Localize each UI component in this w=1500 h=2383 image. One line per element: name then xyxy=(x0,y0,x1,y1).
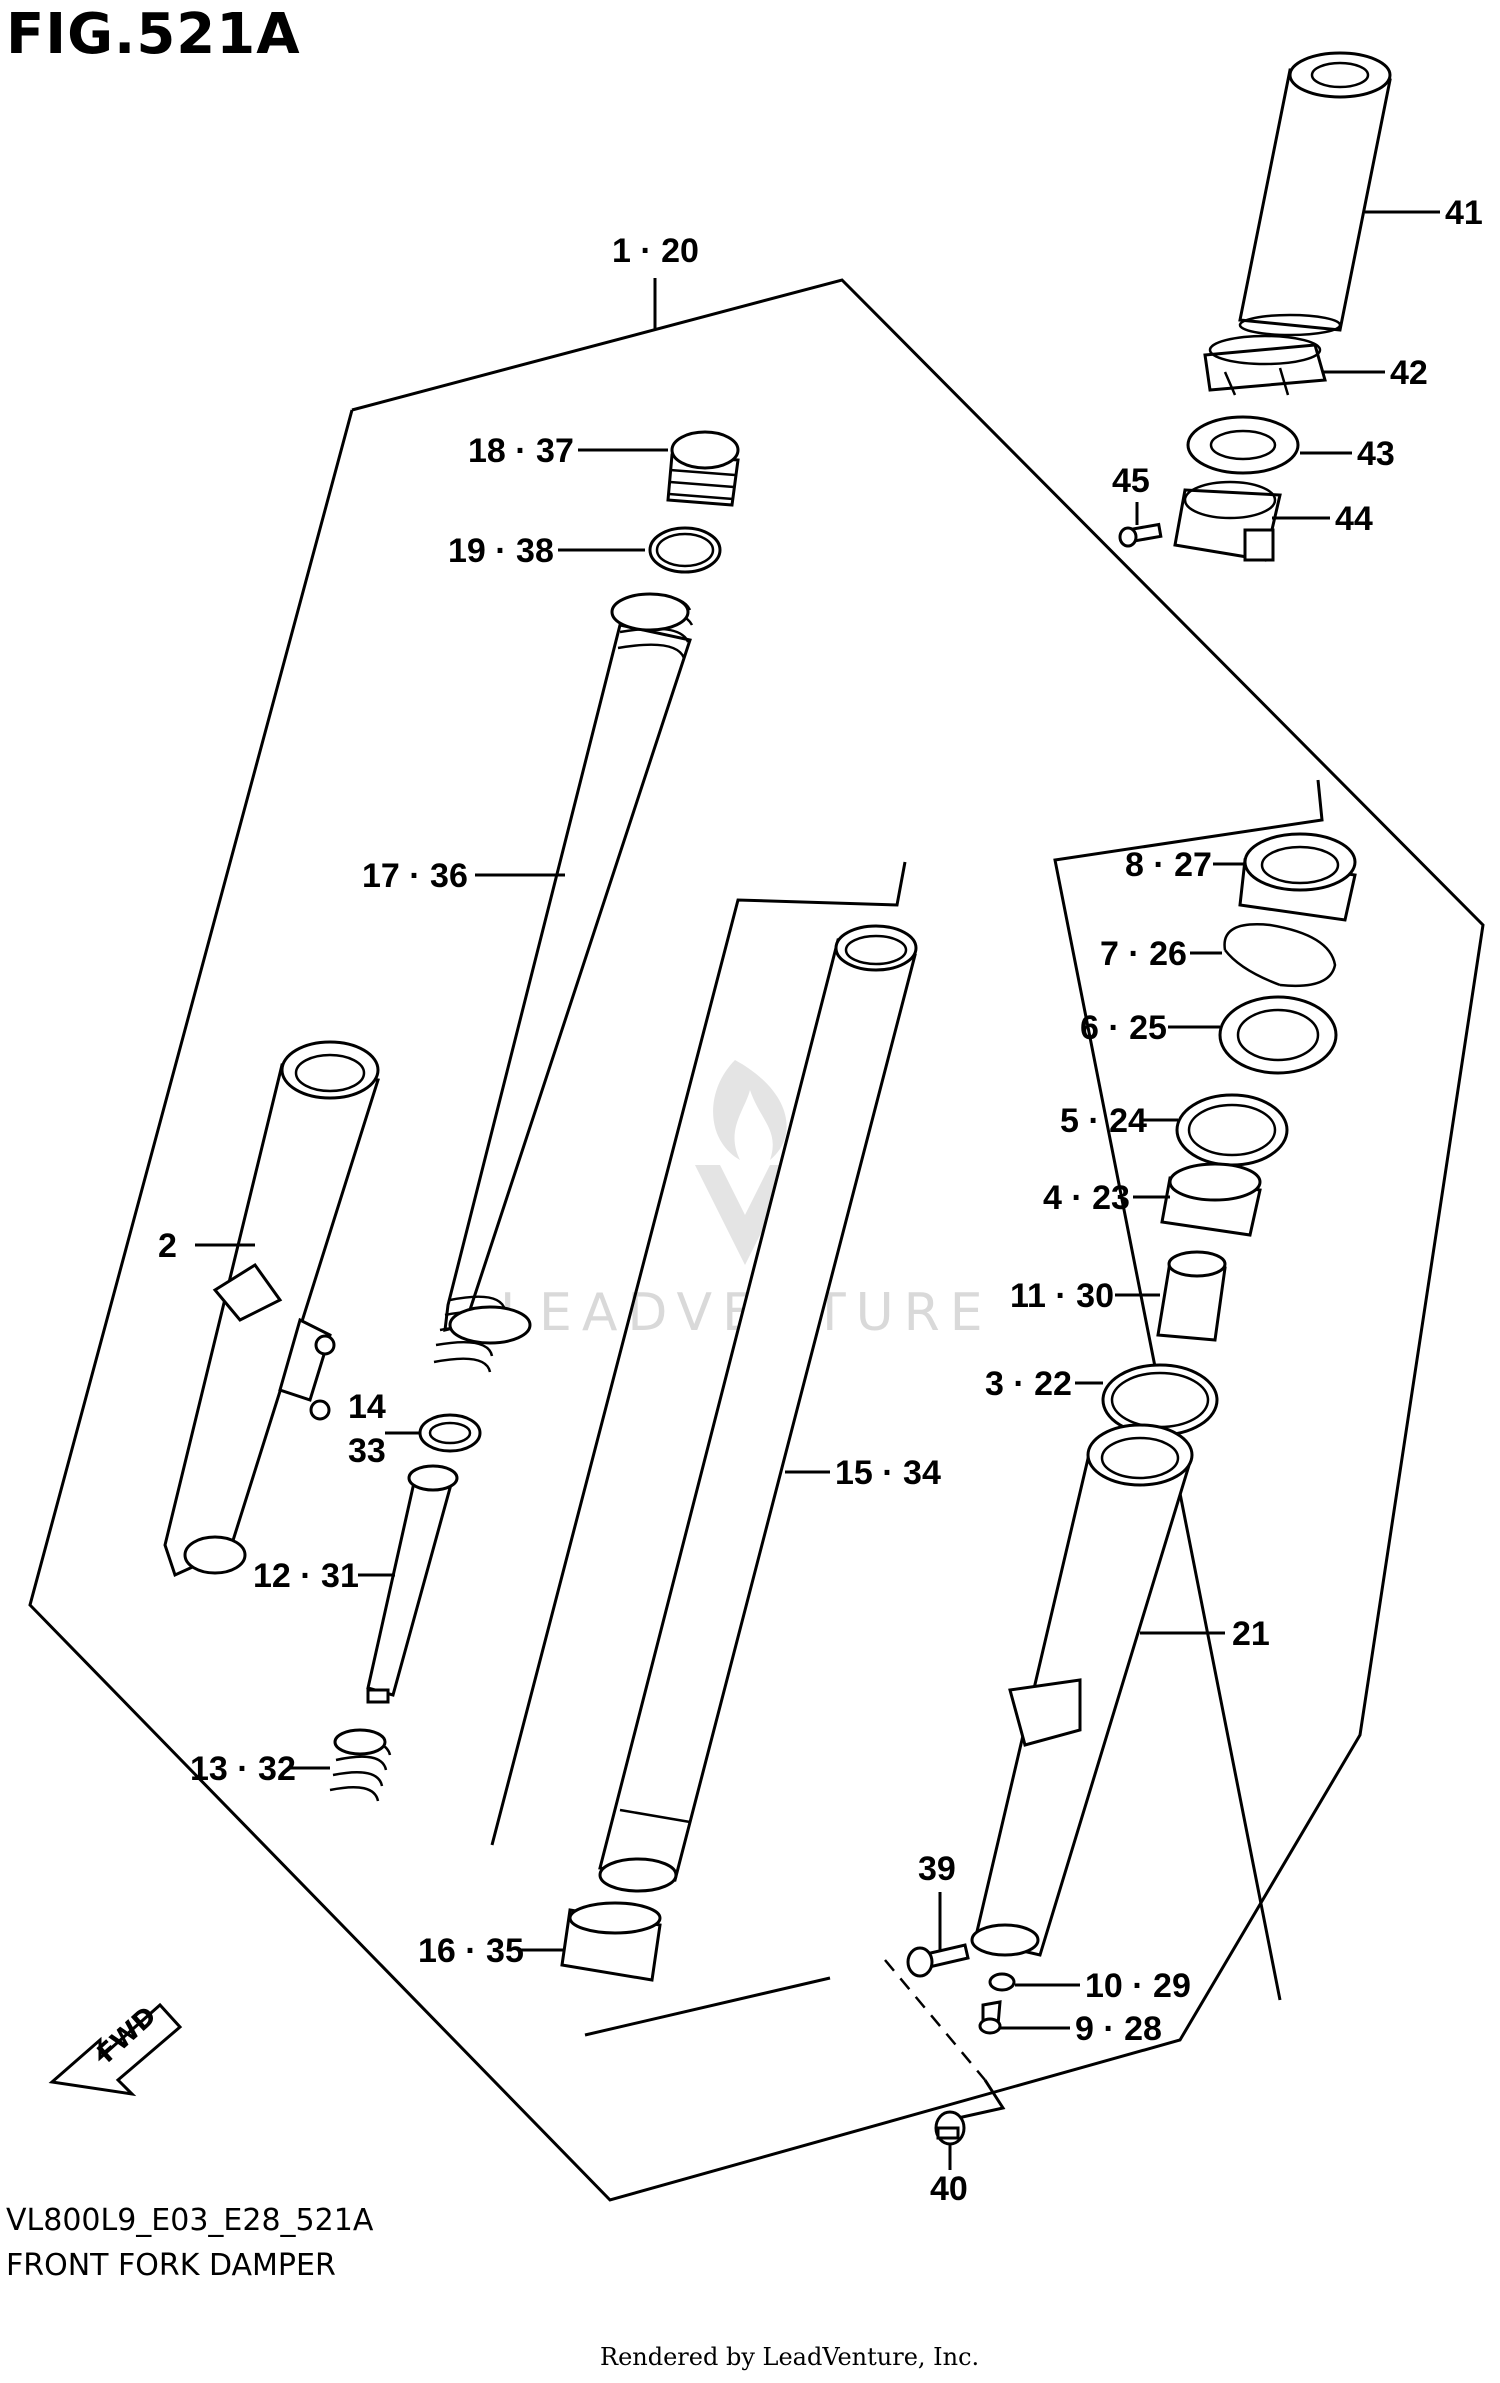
callout-18-37: 18 · 37 xyxy=(468,432,574,470)
callout-39: 39 xyxy=(918,1850,956,1888)
leader-lines xyxy=(195,210,1440,2170)
part-7-stopper-ring xyxy=(1223,923,1337,987)
part-18-cap-bolt xyxy=(666,430,740,507)
callout-17-36: 17 · 36 xyxy=(362,857,468,895)
part-17-spring xyxy=(433,592,694,1373)
part-15-inner-tube xyxy=(598,924,918,1893)
part-44-clamp xyxy=(1173,480,1282,562)
group-boundary-main xyxy=(28,278,1485,2202)
fwd-arrow-icon xyxy=(48,2002,183,2097)
callout-40: 40 xyxy=(930,2170,968,2208)
part-14-ring xyxy=(418,1413,482,1453)
part-39-bolt xyxy=(906,1943,970,1978)
callout-41: 41 xyxy=(1445,194,1483,232)
watermark-logo-icon xyxy=(713,1060,787,1160)
callout-7-26: 7 · 26 xyxy=(1100,935,1187,973)
part-4-bushing xyxy=(1160,1162,1262,1237)
callout-45: 45 xyxy=(1112,462,1150,500)
part-43-washer xyxy=(1186,415,1300,475)
figure-title: FIG.521A xyxy=(6,2,301,67)
callout-5-24: 5 · 24 xyxy=(1060,1102,1147,1140)
part-6-oil-seal xyxy=(1218,995,1338,1075)
part-2-outer-tube xyxy=(163,1040,380,1578)
diagram-name: FRONT FORK DAMPER xyxy=(6,2248,336,2283)
callout-8-27: 8 · 27 xyxy=(1125,846,1212,884)
callout-4-23: 4 · 23 xyxy=(1043,1179,1130,1217)
callout-1-20: 1 · 20 xyxy=(612,232,699,270)
callout-11-30: 11 · 30 xyxy=(1010,1277,1114,1315)
callout-42: 42 xyxy=(1390,354,1428,392)
part-13-rebound-spring xyxy=(329,1728,392,1802)
part-42-cushion xyxy=(1203,334,1327,396)
part-12-damper-rod xyxy=(366,1464,459,1704)
callout-labels: 1 · 20 18 · 37 19 · 38 17 · 36 2 14 33 1… xyxy=(158,194,1483,2208)
callout-15-34: 15 · 34 xyxy=(835,1454,941,1492)
callout-21: 21 xyxy=(1232,1615,1270,1653)
part-8-dust-seal xyxy=(1238,832,1357,922)
callout-43: 43 xyxy=(1357,435,1395,473)
group-boundary-bolt xyxy=(884,1959,986,2081)
callout-19-38: 19 · 38 xyxy=(448,532,554,570)
callout-3-22: 3 · 22 xyxy=(985,1365,1072,1403)
fwd-direction-marker: FWD xyxy=(48,2001,183,2097)
part-10-gasket xyxy=(988,1972,1016,1992)
callout-33: 33 xyxy=(348,1432,386,1470)
model-code: VL800L9_E03_E28_521A xyxy=(6,2203,374,2238)
group-boundary-tube xyxy=(490,861,907,1846)
part-5-washer xyxy=(1175,1093,1289,1167)
part-9-drain-bolt xyxy=(978,2000,1002,2035)
callout-12-31: 12 · 31 xyxy=(253,1557,359,1595)
part-40-cap xyxy=(934,2110,966,2146)
render-credit: Rendered by LeadVenture, Inc. xyxy=(600,2343,980,2371)
group-boundary-bolt-tip xyxy=(957,2079,1006,2120)
group-boundary-tube-lower xyxy=(584,1976,831,2037)
watermark-v-icon xyxy=(695,1165,795,1265)
callout-16-35: 16 · 35 xyxy=(418,1932,524,1970)
part-3-snap-ring xyxy=(1101,1363,1219,1437)
callout-10-29: 10 · 29 xyxy=(1085,1967,1191,2005)
part-21-outer-tube xyxy=(970,1423,1194,1957)
part-41-fork-cover xyxy=(1238,51,1392,337)
callout-9-28: 9 · 28 xyxy=(1075,2010,1162,2048)
callout-13-32: 13 · 32 xyxy=(190,1750,296,1788)
callout-2: 2 xyxy=(158,1227,177,1265)
callout-14: 14 xyxy=(348,1388,386,1426)
part-45-bolt xyxy=(1118,522,1163,548)
callout-44: 44 xyxy=(1335,500,1373,538)
callout-6-25: 6 · 25 xyxy=(1080,1009,1167,1047)
part-16-slide-bushing xyxy=(560,1901,662,1982)
part-11-oil-lock-piece xyxy=(1156,1250,1227,1342)
part-19-o-ring xyxy=(648,526,722,574)
